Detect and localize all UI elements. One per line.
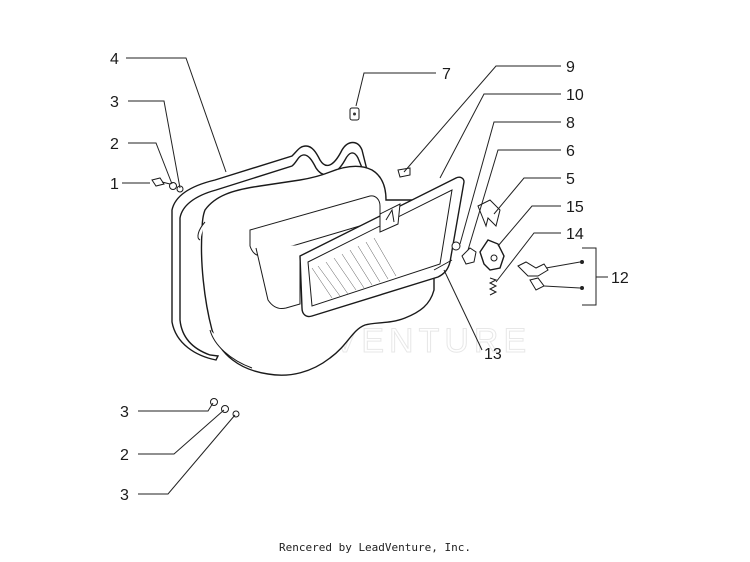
callout-1: 1 [110,176,119,193]
callout-12: 12 [611,270,629,287]
part-pin [433,259,453,271]
callout-14: 14 [566,226,584,243]
callout-10: 10 [566,87,584,104]
part-tab [397,167,411,178]
part-screw-set-lower [210,398,240,418]
callout-2-upper: 2 [110,136,119,153]
part-gasket [171,141,368,361]
callout-6: 6 [566,143,575,160]
part-screw-set-upper [151,177,184,193]
callout-3-upper: 3 [110,94,119,111]
callout-8: 8 [566,115,575,132]
callout-13: 13 [484,346,502,363]
callout-2-lower: 2 [120,447,129,464]
part-lock-mechanism [479,239,505,271]
part-latch-bracket [477,199,501,228]
part-clip [349,107,360,121]
leader-lines [122,57,608,495]
part-lock-cylinder-set [517,260,584,291]
callout-9: 9 [566,59,575,76]
callout-4: 4 [110,51,119,68]
footer-credit: Rencered by LeadVenture, Inc. [278,541,472,554]
part-door-panel [299,176,465,318]
callout-15: 15 [566,199,584,216]
part-spring [488,277,498,296]
callout-3-lower-bottom: 3 [120,487,129,504]
callout-labels: 1 2 3 4 7 9 10 8 6 5 15 14 12 13 3 2 3 [110,51,629,504]
callout-7: 7 [442,66,451,83]
callout-3-lower-top: 3 [120,404,129,421]
door-panel-hatching [311,237,397,299]
part-latch-nut [461,247,477,265]
callout-5: 5 [566,171,575,188]
part-washer [451,241,461,251]
